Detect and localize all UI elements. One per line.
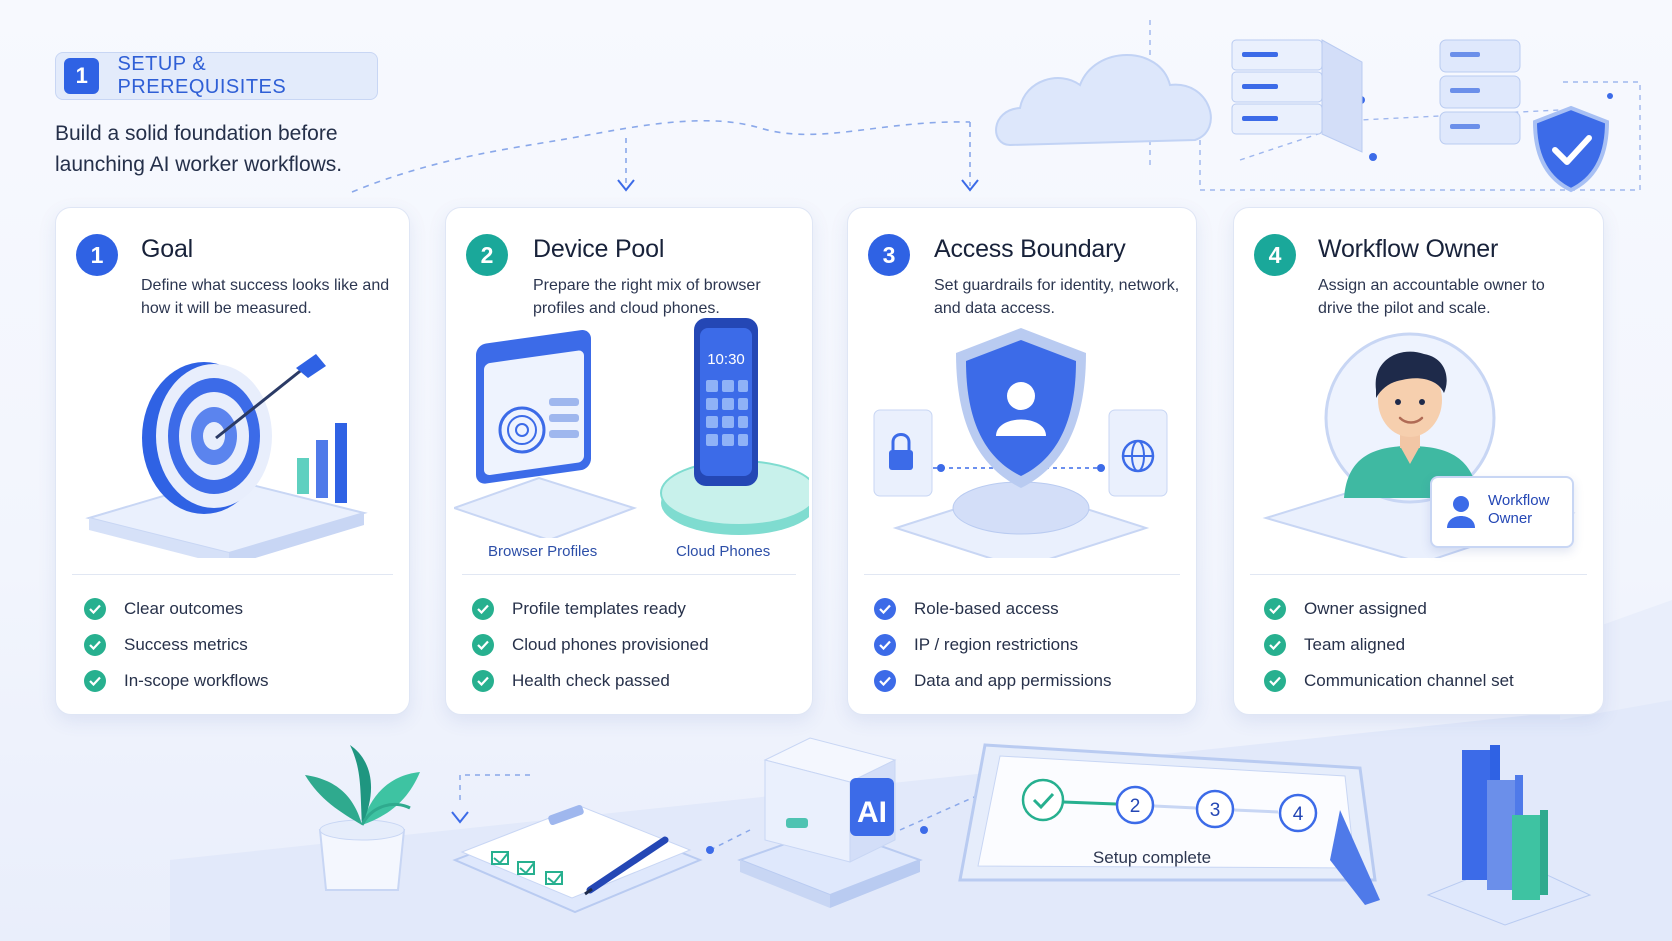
section-subtitle: Build a solid foundation before launchin…: [55, 122, 343, 176]
card-divider: [72, 574, 393, 575]
checklist-item-label: In-scope workflows: [124, 671, 269, 690]
card-title: Device Pool: [533, 235, 665, 263]
check-icon: [874, 634, 896, 656]
card-description: Assign an accountable owner to drive the…: [1318, 277, 1545, 317]
phone-time: 10:30: [707, 351, 745, 368]
card-title: Workflow Owner: [1318, 235, 1499, 263]
card-description: Set guardrails for identity, network, an…: [934, 277, 1180, 317]
check-icon: [472, 670, 494, 692]
check-icon: [84, 634, 106, 656]
server-icon: [1231, 39, 1363, 153]
checklist-item: Team aligned: [1264, 627, 1514, 663]
card-step-number: 4: [1254, 234, 1296, 276]
checklist-item-label: Health check passed: [512, 671, 670, 690]
caption-cloud-phones: Cloud Phones: [676, 543, 771, 560]
badge-line: Owner: [1488, 510, 1533, 527]
card-checklist: Profile templates ready Cloud phones pro…: [472, 591, 709, 699]
card-checklist: Owner assigned Team aligned Communicatio…: [1264, 591, 1514, 699]
checklist-item: Health check passed: [472, 663, 709, 699]
card-title: Goal: [141, 235, 194, 263]
target-icon: [85, 354, 368, 558]
checklist-item: Role-based access: [874, 591, 1112, 627]
card-description: Define what success looks like and how i…: [141, 277, 390, 317]
check-icon: [84, 598, 106, 620]
card-divider: [462, 574, 796, 575]
checklist-item-label: Team aligned: [1304, 635, 1406, 654]
server-icon: [1439, 39, 1521, 145]
checklist-item-label: Cloud phones provisioned: [512, 635, 709, 654]
card-access-boundary: 3 Access Boundary Set guardrails for ide…: [847, 207, 1197, 715]
checklist-item-label: Clear outcomes: [124, 599, 244, 618]
card-workflow-owner: 4 Workflow Owner Assign an accountable o…: [1233, 207, 1604, 715]
check-icon: [874, 670, 896, 692]
card-checklist: Clear outcomes Success metrics In-scope …: [84, 591, 269, 699]
shield-user-icon: [873, 328, 1168, 558]
card-device-pool: 2 Device Pool Prepare the right mix of b…: [445, 207, 813, 715]
checklist-item-label: Success metrics: [124, 635, 248, 654]
card-divider: [864, 574, 1180, 575]
check-icon: [1264, 634, 1286, 656]
devices-icon: 10:30: [454, 318, 809, 538]
badge-line: Workflow: [1488, 492, 1550, 509]
check-icon: [472, 598, 494, 620]
checklist-item: Clear outcomes: [84, 591, 269, 627]
checklist-item: Data and app permissions: [874, 663, 1112, 699]
checklist-item: IP / region restrictions: [874, 627, 1112, 663]
section-title: SETUP & PREREQUISITES: [117, 53, 287, 98]
checklist-item-label: Owner assigned: [1304, 599, 1427, 618]
checklist-item: Profile templates ready: [472, 591, 709, 627]
checklist-item: In-scope workflows: [84, 663, 269, 699]
checklist-item: Communication channel set: [1264, 663, 1514, 699]
card-step-number: 1: [76, 234, 118, 276]
card-title: Access Boundary: [934, 235, 1126, 263]
card-step-number: 2: [466, 234, 508, 276]
check-icon: [84, 670, 106, 692]
checklist-item-label: Data and app permissions: [914, 671, 1112, 690]
check-icon: [1264, 670, 1286, 692]
card-description: Prepare the right mix of browser profile…: [533, 277, 761, 317]
card-divider: [1250, 574, 1587, 575]
cloud-icon: [995, 54, 1212, 147]
caption-browser-profiles: Browser Profiles: [488, 543, 598, 560]
section-header: 1 SETUP & PREREQUISITES: [55, 52, 378, 100]
checklist-item-label: Profile templates ready: [512, 599, 686, 618]
section-step-number: 1: [64, 58, 100, 94]
check-icon: [874, 598, 896, 620]
checklist-item: Owner assigned: [1264, 591, 1514, 627]
check-icon: [1264, 598, 1286, 620]
card-step-number: 3: [868, 234, 910, 276]
checklist-item: Cloud phones provisioned: [472, 627, 709, 663]
checklist-item-label: Role-based access: [914, 599, 1059, 618]
shield-check-icon: [1532, 105, 1610, 193]
card-goal: 1 Goal Define what success looks like an…: [55, 207, 410, 715]
checklist-item-label: IP / region restrictions: [914, 635, 1079, 654]
checklist-item-label: Communication channel set: [1304, 671, 1514, 690]
check-icon: [472, 634, 494, 656]
user-icon: [1447, 496, 1475, 528]
card-checklist: Role-based access IP / region restrictio…: [874, 591, 1112, 699]
checklist-item: Success metrics: [84, 627, 269, 663]
workflow-owner-badge: Workflow Owner: [1430, 476, 1574, 548]
